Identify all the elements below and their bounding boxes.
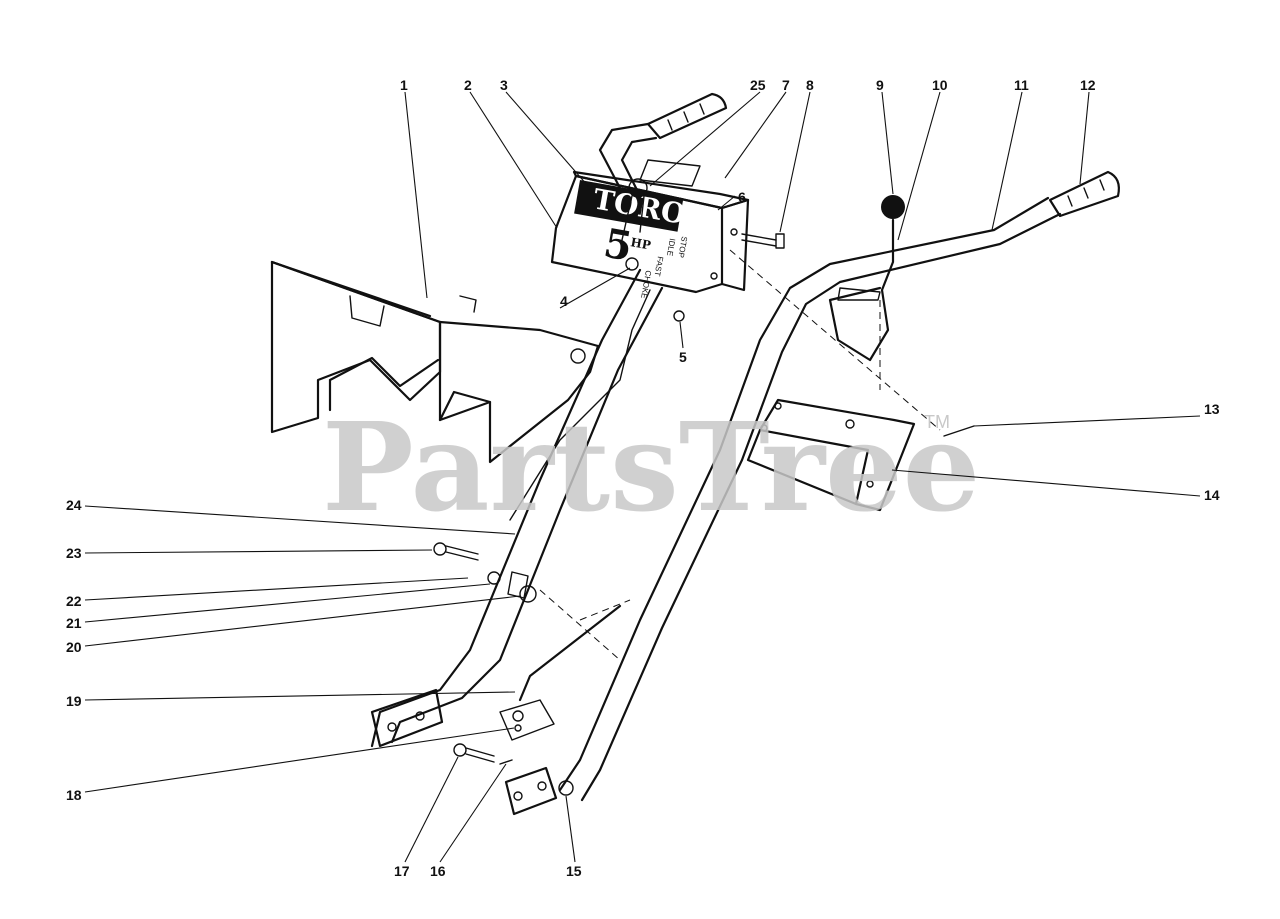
upper-grip-handle <box>598 92 728 198</box>
nut-5 <box>673 310 685 322</box>
callout-14: 14 <box>1204 487 1220 503</box>
watermark-trademark: TM <box>924 412 950 432</box>
fasteners-lower <box>453 743 574 796</box>
callout-24: 24 <box>66 497 82 513</box>
right-handle-bar <box>504 170 1120 816</box>
callout-4: 4 <box>560 293 568 309</box>
callout-25: 25 <box>750 77 766 93</box>
callout-22: 22 <box>66 593 82 609</box>
callout-23: 23 <box>66 545 82 561</box>
callout-11: 11 <box>1014 77 1029 93</box>
decal-stop: STOP <box>676 236 689 259</box>
shift-lever <box>828 195 905 362</box>
callout-2: 2 <box>464 77 472 93</box>
callout-1: 1 <box>400 77 408 93</box>
callout-15: 15 <box>566 863 582 879</box>
callout-9: 9 <box>876 77 884 93</box>
shift-knob <box>881 195 905 219</box>
callout-3: 3 <box>500 77 508 93</box>
decal-fast: FAST <box>653 256 665 277</box>
control-panel: TORO 5 HP STOP IDLE FAST CHOKE <box>550 170 750 300</box>
fasteners-upper <box>433 542 537 603</box>
decal-unit: HP <box>629 235 651 252</box>
decal-idle: IDLE <box>665 238 677 257</box>
left-handle-bar <box>370 268 664 748</box>
cover-plate <box>639 159 701 187</box>
callout-17: 17 <box>394 863 410 879</box>
callout-18: 18 <box>66 787 82 803</box>
bracket-14 <box>746 398 916 512</box>
callout-6: 6 <box>738 189 746 205</box>
callout-10: 10 <box>932 77 948 93</box>
leader-lines <box>84 91 1201 863</box>
callout-19: 19 <box>66 693 82 709</box>
callout-20: 20 <box>66 639 82 655</box>
callout-8: 8 <box>806 77 814 93</box>
callout-5: 5 <box>679 349 687 365</box>
callout-7: 7 <box>782 77 790 93</box>
callout-13: 13 <box>1204 401 1220 417</box>
callout-16: 16 <box>430 863 446 879</box>
callout-12: 12 <box>1080 77 1096 93</box>
callout-21: 21 <box>66 615 82 631</box>
belt-shield-part <box>270 260 600 464</box>
decal-choke: CHOKE <box>639 270 653 300</box>
bolt-8 <box>741 233 785 249</box>
pin-13 <box>943 425 975 437</box>
watermark-text: PartsTree <box>322 395 980 539</box>
throttle-cable <box>509 289 651 521</box>
cross-rod <box>499 604 622 741</box>
